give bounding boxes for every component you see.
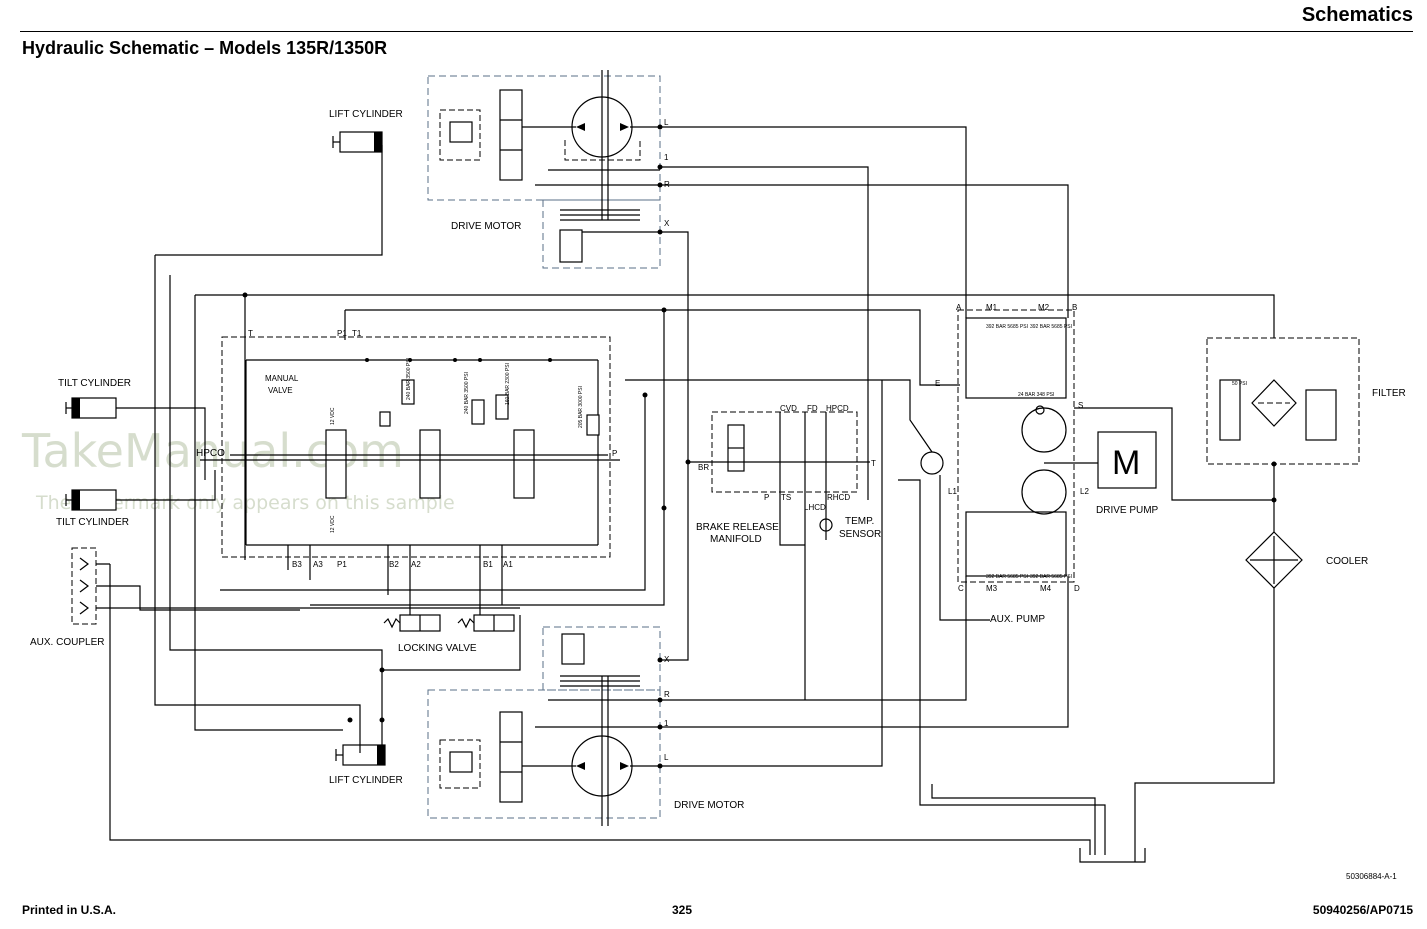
port-T1: T1 (352, 329, 362, 338)
manual-valve-label-1: MANUAL (265, 374, 299, 383)
relief-rating-3: 160 BAR 2300 PSI (505, 363, 511, 405)
port-A1: A1 (503, 560, 513, 569)
manual-valve (200, 336, 620, 558)
pump-relief-3: 392 BAR 5685 PSI (986, 574, 1028, 580)
motor-symbol: M (1112, 444, 1140, 482)
port-B1: B1 (483, 560, 493, 569)
port-X-top: X (664, 219, 670, 228)
lift-cylinder-top (332, 131, 383, 153)
brake-release-manifold (711, 411, 858, 532)
port-B3: B3 (292, 560, 302, 569)
port-A2: A2 (411, 560, 421, 569)
port-M2: M2 (1038, 303, 1050, 312)
hydraulic-lines (109, 126, 1275, 862)
temp-sensor-label-1: TEMP. (845, 516, 874, 527)
relief-rating-1: 240 BAR 3500 PSI (406, 358, 412, 400)
port-L-bottom: L (664, 753, 669, 762)
drive-motor-bottom-label: DRIVE MOTOR (674, 800, 744, 811)
pump-relief-1: 392 BAR 5685 PSI (986, 324, 1028, 330)
drive-motor-bottom (427, 626, 661, 826)
reservoir-tank (1079, 848, 1146, 863)
pump-relief-2: 392 BAR 5685 PSI (1030, 324, 1072, 330)
port-P1-top: P1 (337, 329, 347, 338)
drive-pump-label: DRIVE PUMP (1096, 505, 1159, 516)
footer-printed: Printed in U.S.A. (22, 903, 117, 917)
footer-doc-id: 50940256/AP0715 (1312, 903, 1413, 917)
port-L-top: L (664, 118, 669, 127)
figure-id: 50306884-A-1 (1346, 872, 1397, 881)
page-heading: Hydraulic Schematic – Models 135R/1350R (22, 38, 388, 58)
junction-dots (242, 124, 1277, 769)
port-FD: FD (807, 404, 818, 413)
lift-cylinder-bottom (335, 744, 386, 766)
port-A3: A3 (313, 560, 323, 569)
aux-pump-label: AUX. PUMP (990, 614, 1045, 625)
pump-relief-5: 24 BAR 348 PSI (1018, 392, 1054, 398)
brake-release-label-1: BRAKE RELEASE (696, 522, 779, 533)
port-P-brake: P (764, 493, 769, 502)
drive-pump-assembly (920, 309, 1157, 583)
port-RHCD: RHCD (827, 493, 850, 502)
port-E: E (935, 379, 940, 388)
cooler-label: COOLER (1326, 556, 1368, 567)
footer-page-number: 325 (672, 903, 693, 917)
port-M1: M1 (986, 303, 998, 312)
tilt-cylinder-top (65, 397, 117, 419)
lift-cylinder-top-label: LIFT CYLINDER (329, 109, 403, 120)
solenoid-voltage-bottom: 12 VDC (330, 515, 336, 533)
port-HPCD: HPCD (826, 404, 849, 413)
filter-label: FILTER (1372, 388, 1406, 399)
port-L2: L2 (1080, 487, 1089, 496)
manual-valve-label-2: VALVE (268, 386, 293, 395)
locking-valve-label: LOCKING VALVE (398, 643, 477, 654)
tilt-cylinder-top-label: TILT CYLINDER (58, 378, 131, 389)
port-HPCO: HPCO (196, 448, 225, 459)
port-M3: M3 (986, 584, 998, 593)
port-LHCD: LHCD (804, 503, 826, 512)
port-B: B (1072, 303, 1077, 312)
port-T-brake: T (871, 459, 876, 468)
port-S: S (1078, 401, 1083, 410)
port-R-bottom: R (664, 690, 670, 699)
port-BR: BR (698, 463, 709, 472)
brake-release-label-2: MANIFOLD (710, 534, 762, 545)
port-1-top: 1 (664, 153, 669, 162)
aux-coupler (71, 547, 110, 625)
drive-motor-top (427, 70, 661, 269)
lift-cylinder-bottom-label: LIFT CYLINDER (329, 775, 403, 786)
filter (1206, 337, 1360, 465)
port-D: D (1074, 584, 1080, 593)
port-A: A (956, 303, 962, 312)
port-P1-bottom: P1 (337, 560, 347, 569)
solenoid-voltage-top: 12 VDC (330, 407, 336, 425)
port-C: C (958, 584, 964, 593)
port-CVD: CVD (780, 404, 797, 413)
relief-rating-4: 205 BAR 3000 PSI (578, 386, 584, 428)
port-M4: M4 (1040, 584, 1052, 593)
pump-relief-4: 392 BAR 5685 PSI (1030, 574, 1072, 580)
port-TS: TS (781, 493, 791, 502)
relief-rating-2: 240 BAR 3500 PSI (464, 372, 470, 414)
cooler (1245, 531, 1303, 589)
port-1-bottom: 1 (664, 719, 669, 728)
port-T: T (248, 329, 253, 338)
port-P-manual: P (612, 449, 617, 458)
port-L1: L1 (948, 487, 957, 496)
header-rule (20, 31, 1413, 32)
tilt-cylinder-bottom-label: TILT CYLINDER (56, 517, 129, 528)
drive-motor-top-label: DRIVE MOTOR (451, 221, 521, 232)
locking-valve (383, 614, 515, 632)
port-B2: B2 (389, 560, 399, 569)
filter-bypass-rating: 50 PSI (1232, 381, 1247, 387)
temp-sensor-label-2: SENSOR (839, 529, 881, 540)
tilt-cylinder-bottom (65, 489, 117, 511)
section-title: Schematics (1301, 4, 1413, 26)
aux-coupler-label: AUX. COUPLER (30, 637, 104, 648)
